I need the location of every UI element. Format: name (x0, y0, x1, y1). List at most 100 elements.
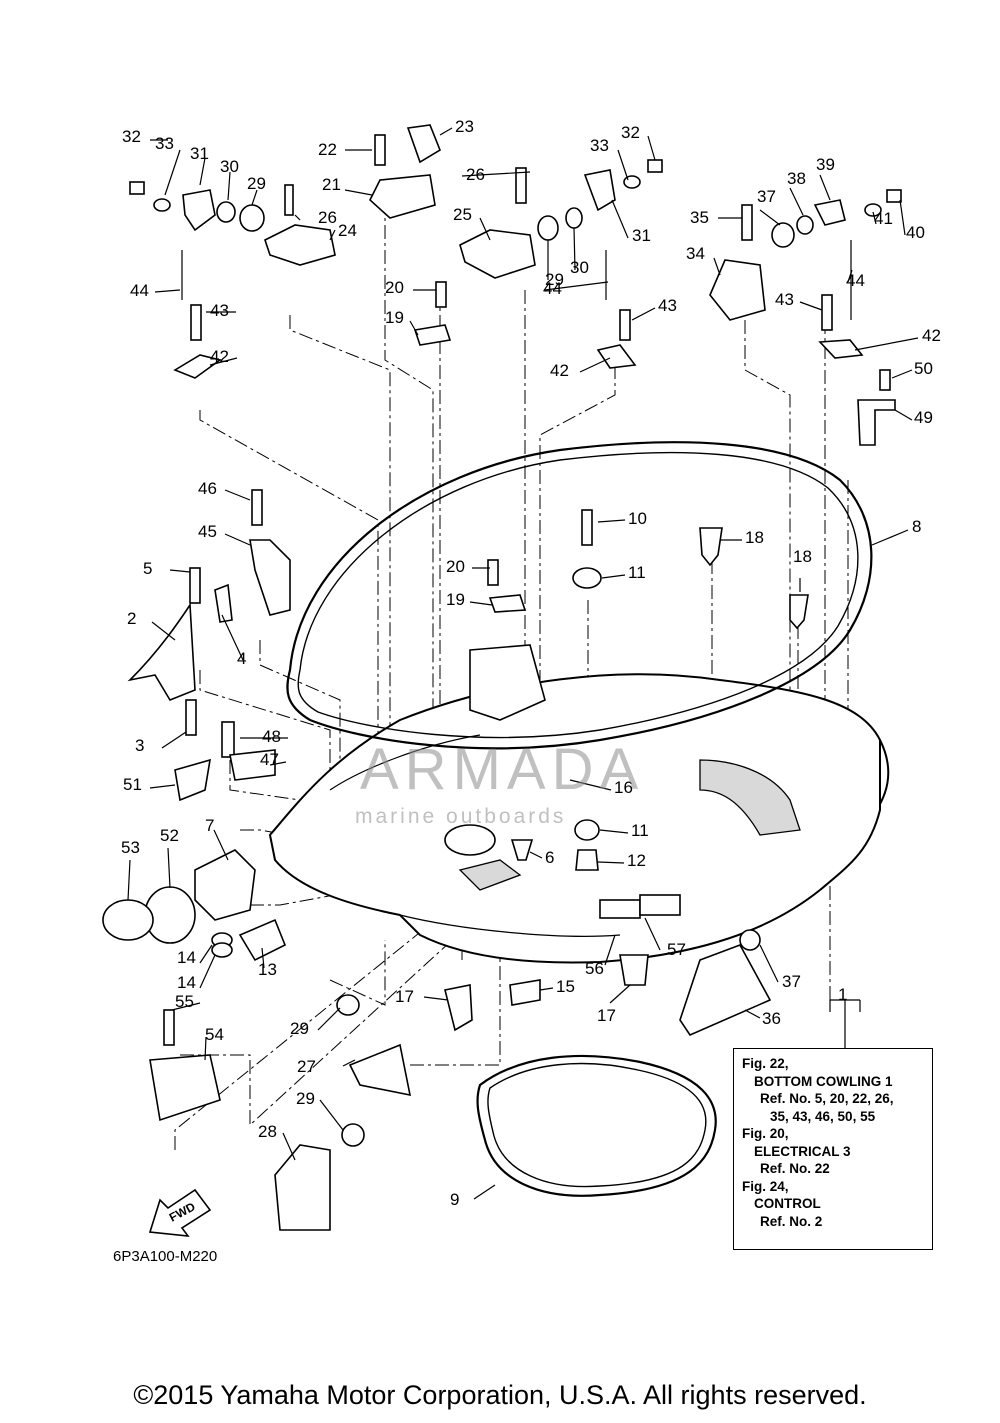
leader-line (799, 301, 823, 311)
callout-number: 29 (545, 270, 564, 289)
callout-number: 26 (318, 208, 337, 227)
leader-line (204, 1036, 207, 1061)
callout-number: 41 (874, 209, 893, 228)
ref-numbers: Ref. No. 22 (760, 1161, 830, 1176)
ref-fig: Fig. 22, (742, 1056, 789, 1071)
callout-number: 18 (793, 547, 812, 566)
callout-number: 19 (385, 308, 404, 327)
ref-numbers: Ref. No. 5, 20, 22, 26, (760, 1091, 894, 1106)
leader-line (154, 289, 181, 293)
leader-line (224, 489, 251, 501)
callout-number: 43 (658, 296, 677, 315)
callout-number: 19 (446, 590, 465, 609)
callout-number: 40 (906, 223, 925, 242)
leader-line (631, 307, 656, 321)
callout-1-bracket (829, 999, 861, 1048)
leader-line (597, 861, 625, 864)
leader-line (149, 784, 176, 789)
callout-number: 14 (177, 948, 196, 967)
leader-line (209, 357, 238, 366)
leader-line (609, 984, 631, 1004)
callout-number: 31 (632, 226, 651, 245)
ref-fig: Fig. 24, (742, 1178, 789, 1194)
callout-number: 22 (318, 140, 337, 159)
leader-line (473, 1184, 496, 1200)
leader-line (529, 851, 543, 859)
callout-number: 45 (198, 522, 217, 541)
callout-number: 44 (130, 281, 149, 300)
callout-number: 10 (628, 509, 647, 528)
leader-line (647, 135, 656, 161)
callout-number: 36 (762, 1009, 781, 1028)
leader-line (871, 529, 909, 546)
callout-number: 49 (914, 408, 933, 427)
leader-line (894, 409, 913, 421)
leader-line (601, 574, 626, 579)
callout-number: 50 (914, 359, 933, 378)
callout-number: 3 (135, 736, 144, 755)
callout-number: 33 (590, 136, 609, 155)
leader-line (199, 954, 216, 989)
callout-number: 42 (210, 347, 229, 366)
callout-number: 6 (545, 848, 554, 867)
callout-number: 11 (628, 563, 646, 582)
callout-number: 29 (290, 1019, 309, 1038)
leader-line (469, 601, 493, 606)
leader-line (899, 199, 906, 236)
callout-number: 30 (570, 258, 589, 277)
callout-number: 47 (260, 750, 279, 769)
callout-number: 43 (210, 301, 229, 320)
leader-line (317, 1007, 341, 1031)
callout-number: 21 (322, 175, 341, 194)
leader-line (789, 187, 804, 216)
callout-number: 4 (237, 649, 246, 668)
leader-line (617, 149, 629, 181)
leader-line (539, 987, 554, 991)
callout-number: 37 (782, 972, 801, 991)
callout-number: 7 (205, 816, 214, 835)
callout-number: 32 (122, 127, 141, 146)
callout-number: 5 (143, 559, 152, 578)
callout-number: 26 (466, 165, 485, 184)
callout-number: 44 (543, 279, 562, 298)
callout-number: 54 (205, 1025, 224, 1044)
leader-line (344, 189, 373, 196)
leader-line (221, 614, 244, 661)
leader-line (759, 209, 781, 226)
callout-number: 20 (446, 557, 465, 576)
callout-number: 30 (220, 157, 239, 176)
leader-line (171, 1002, 201, 1011)
leader-line (423, 996, 449, 1001)
leader-line (227, 171, 231, 201)
ref-title: ELECTRICAL 3 (754, 1143, 851, 1159)
callout-number: 52 (160, 826, 179, 845)
seal-ring-9 (476, 1054, 717, 1197)
leader-line (611, 199, 629, 239)
callout-number: 42 (550, 361, 569, 380)
callout-number: 18 (745, 528, 764, 547)
leader-line (169, 569, 191, 573)
leader-line (599, 829, 629, 834)
ref-title: BOTTOM COWLING 1 (754, 1073, 893, 1089)
callout-number: 25 (453, 205, 472, 224)
leader-line (294, 214, 301, 221)
leader-line (167, 847, 171, 889)
leader-line (161, 731, 187, 749)
callout-number: 14 (177, 973, 196, 992)
watermark-brand: ARMADA (360, 737, 645, 802)
leader-line (479, 217, 491, 241)
callout-number: 29 (247, 174, 266, 193)
callout-number: 56 (585, 959, 604, 978)
leader-line (199, 157, 206, 186)
leader-line (604, 934, 616, 966)
leader-line (744, 1009, 761, 1019)
leader-line (854, 337, 919, 351)
callout-number: 38 (787, 169, 806, 188)
leader-line (597, 519, 626, 523)
leader-line (224, 533, 251, 546)
callout-number: 39 (816, 155, 835, 174)
leader-line (199, 944, 213, 964)
callout-number: 53 (121, 838, 140, 857)
